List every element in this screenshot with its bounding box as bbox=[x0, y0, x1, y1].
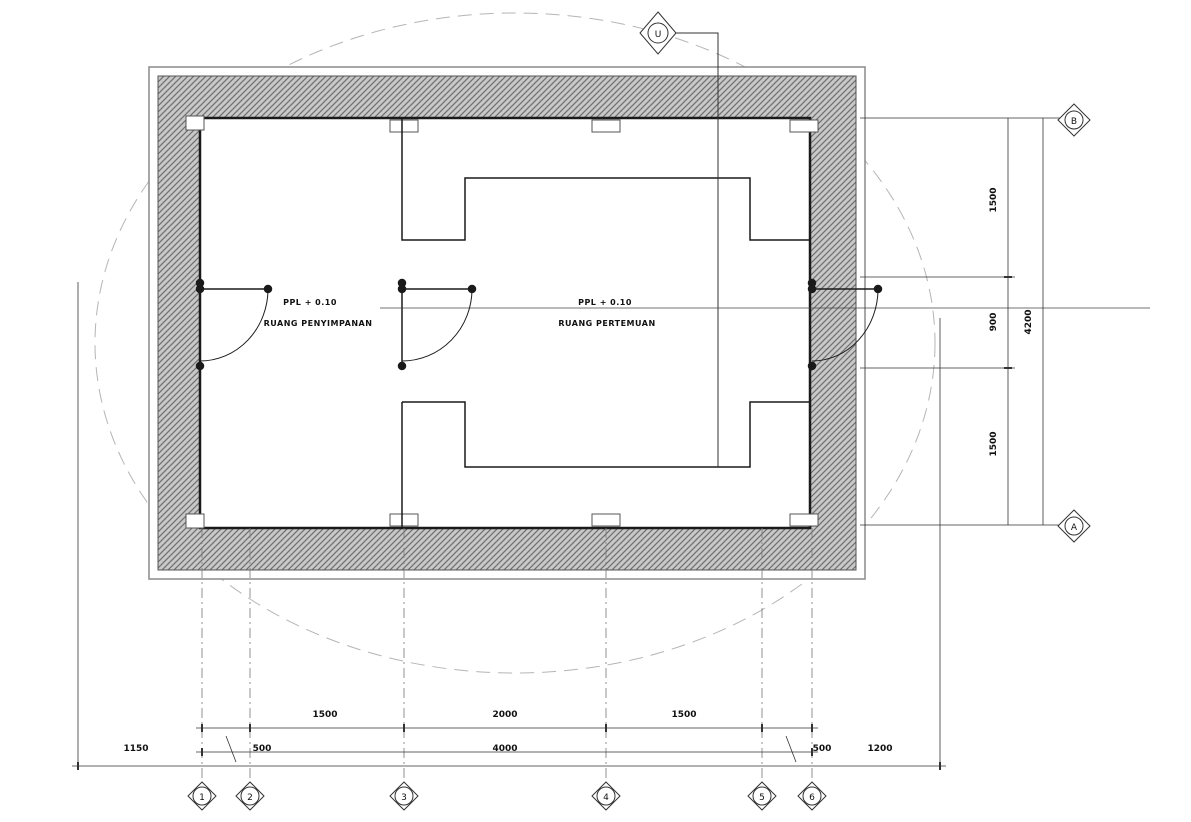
dim-bottom-upper-1: 1500 bbox=[312, 710, 337, 720]
svg-text:3: 3 bbox=[401, 793, 407, 803]
room-level-left: PPL + 0.10 bbox=[283, 298, 337, 307]
grid-bubble-bottom-5: 5 bbox=[747, 781, 777, 811]
grid-lines bbox=[201, 528, 813, 786]
grid-bubble-bottom-4: 4 bbox=[591, 781, 621, 811]
right-dimension-lines bbox=[860, 117, 1062, 526]
dim-right-2: 900 bbox=[989, 313, 999, 332]
dim-right-3: 1500 bbox=[989, 431, 999, 456]
dim-right-1: 1500 bbox=[989, 187, 999, 212]
grid-bubble-bottom-1: 1 bbox=[187, 781, 217, 811]
grid-bubble-bottom-6: 6 bbox=[797, 781, 827, 811]
dim-bottom-lower-1: 500 bbox=[253, 744, 272, 754]
north-marker: U bbox=[639, 11, 677, 55]
dim-bottom-right-ext: 1200 bbox=[867, 744, 892, 754]
svg-text:1: 1 bbox=[199, 793, 205, 803]
grid-bubble-bottom-3: 3 bbox=[389, 781, 419, 811]
dim-bottom-left-ext: 1150 bbox=[123, 744, 148, 754]
leader-line bbox=[675, 32, 719, 467]
bottom-dimension-lines bbox=[72, 724, 946, 770]
svg-text:4: 4 bbox=[603, 793, 609, 803]
svg-text:B: B bbox=[1071, 117, 1077, 127]
room-level-right: PPL + 0.10 bbox=[578, 298, 632, 307]
door-right bbox=[807, 278, 883, 371]
north-marker-label: U bbox=[655, 30, 662, 40]
dim-bottom-mid: 4000 bbox=[492, 744, 517, 754]
grid-bubble-right-B: B bbox=[1057, 103, 1091, 137]
dim-bottom-lower-3: 500 bbox=[813, 744, 832, 754]
svg-text:A: A bbox=[1071, 523, 1078, 533]
grid-bubble-right-A: A bbox=[1057, 509, 1091, 543]
inner-wall-line bbox=[198, 116, 812, 530]
column-markers bbox=[185, 115, 819, 529]
dim-bottom-upper-2: 2000 bbox=[492, 710, 517, 720]
door-left bbox=[195, 278, 273, 371]
outer-extension-lines bbox=[77, 282, 941, 768]
room-name-right: RUANG PERTEMUAN bbox=[558, 319, 655, 328]
grid-bubble-bottom-2: 2 bbox=[235, 781, 265, 811]
dashed-outline-circle bbox=[94, 12, 936, 674]
dim-bottom-upper-3: 1500 bbox=[671, 710, 696, 720]
dim-right-total: 4200 bbox=[1024, 309, 1034, 334]
door-middle bbox=[397, 278, 477, 371]
partition-wall bbox=[401, 118, 810, 528]
svg-text:5: 5 bbox=[759, 793, 765, 803]
svg-text:2: 2 bbox=[247, 793, 253, 803]
room-name-left: RUANG PENYIMPANAN bbox=[264, 319, 373, 328]
svg-text:6: 6 bbox=[809, 793, 815, 803]
